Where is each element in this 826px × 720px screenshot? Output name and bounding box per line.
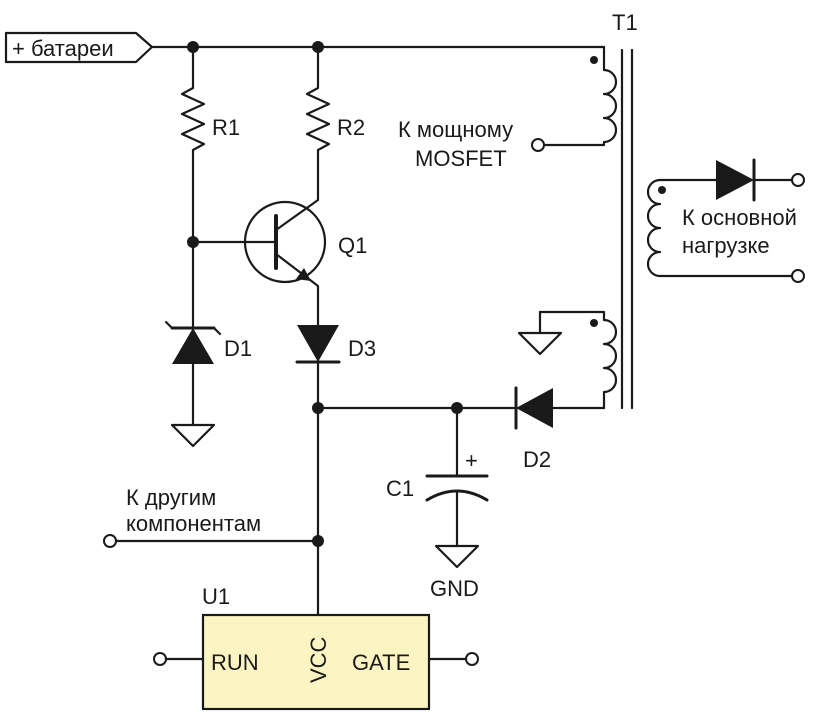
top-rail xyxy=(150,41,606,53)
d3-label: D3 xyxy=(348,336,376,361)
resistor-r2: R2 xyxy=(305,45,365,202)
load-line2: нагрузке xyxy=(682,233,770,258)
battery-label: + батареи xyxy=(12,36,114,61)
run-pin-label: RUN xyxy=(211,650,259,675)
battery-input-flag: + батареи xyxy=(4,31,154,64)
ground-d1 xyxy=(170,423,216,448)
transistor-q1: Q1 xyxy=(243,198,367,327)
base-node xyxy=(187,236,278,248)
zener-d1: D1 xyxy=(164,240,252,427)
load-line1: К основной xyxy=(682,205,797,230)
other-components-branch: К другим компонентам xyxy=(103,485,324,548)
gnd-label: GND xyxy=(430,576,479,601)
other-line2: компонентам xyxy=(126,511,261,536)
ground-c1: GND xyxy=(430,544,480,601)
u1-label: U1 xyxy=(202,584,230,609)
q1-label: Q1 xyxy=(338,233,367,258)
vcc-pin-label: VCC xyxy=(306,636,331,683)
r1-label: R1 xyxy=(212,115,240,140)
capacitor-c1: + C1 xyxy=(386,406,489,548)
d2-label: D2 xyxy=(523,447,551,472)
t1-label: T1 xyxy=(612,10,638,35)
t1-aux-winding xyxy=(517,310,618,410)
gate-pin-label: GATE xyxy=(352,650,410,675)
t1-primary-winding: К мощному MOSFET xyxy=(398,45,618,171)
ic-u1: U1 RUN GATE VCC xyxy=(153,584,479,711)
diode-d3: D3 xyxy=(295,325,376,617)
t1-core: T1 xyxy=(612,10,638,410)
c1-label: C1 xyxy=(386,476,414,501)
mosfet-line1: К мощному xyxy=(398,117,513,142)
mid-rail xyxy=(312,402,518,414)
r2-label: R2 xyxy=(337,115,365,140)
mosfet-line2: MOSFET xyxy=(415,146,507,171)
other-line1: К другим xyxy=(126,485,216,510)
d1-label: D1 xyxy=(224,336,252,361)
diode-d2: D2 xyxy=(514,386,606,472)
c1-plus-label: + xyxy=(465,448,478,473)
t1-secondary-winding: К основной нагрузке xyxy=(646,158,805,283)
resistor-r1: R1 xyxy=(180,45,240,244)
